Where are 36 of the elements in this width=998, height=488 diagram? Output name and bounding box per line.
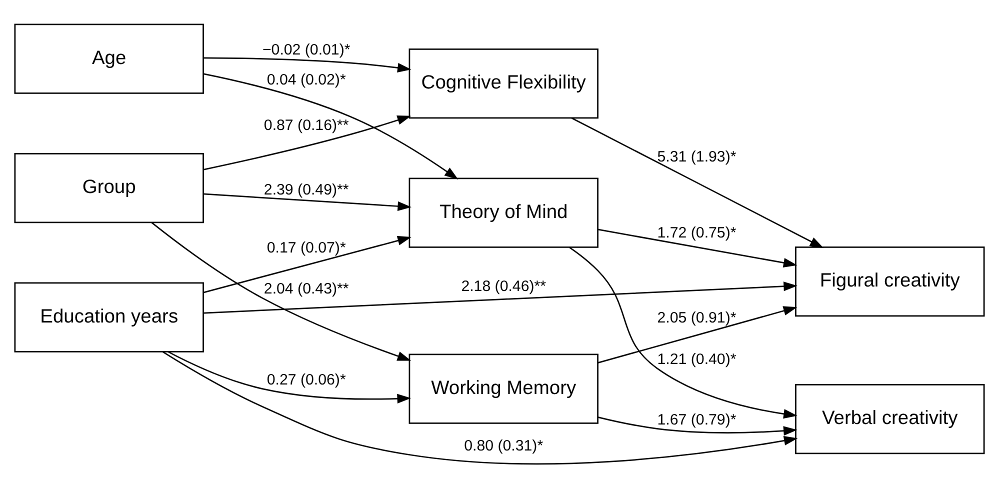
edge-label: 2.05 (0.91)* bbox=[656, 309, 736, 326]
arrow bbox=[203, 281, 797, 314]
edge-label: 0.80 (0.31)* bbox=[464, 436, 543, 454]
edge-label: 5.31 (1.93)* bbox=[656, 148, 736, 166]
arrow bbox=[202, 56, 411, 72]
node-box: Group bbox=[14, 152, 204, 223]
node-box: Education years bbox=[14, 282, 204, 352]
edge-label: 2.39 (0.49)** bbox=[263, 181, 348, 198]
edge-label: 2.04 (0.43)** bbox=[263, 280, 348, 298]
edge-label: 0.17 (0.07)* bbox=[266, 238, 346, 256]
node-box: Cognitive Flexibility bbox=[408, 48, 598, 118]
arrow bbox=[202, 235, 411, 293]
node-box: Theory of Mind bbox=[408, 177, 598, 248]
arrow bbox=[571, 116, 824, 248]
edge-label: 2.18 (0.46)** bbox=[460, 277, 546, 294]
arrow bbox=[597, 416, 797, 436]
arrow bbox=[597, 228, 797, 268]
arrow bbox=[167, 350, 411, 403]
arrow bbox=[202, 192, 411, 211]
edge-label: 1.72 (0.75)* bbox=[656, 224, 736, 241]
arrow bbox=[202, 72, 458, 179]
edge-label: 1.21 (0.40)* bbox=[656, 350, 736, 368]
node-box: Working Memory bbox=[408, 353, 598, 424]
edge-label: −0.02 (0.01)* bbox=[262, 40, 350, 58]
edge-label: 0.04 (0.02)* bbox=[266, 71, 346, 88]
arrow bbox=[202, 115, 411, 170]
node-box: Age bbox=[14, 23, 204, 94]
arrow bbox=[597, 306, 797, 363]
arrow bbox=[150, 222, 411, 360]
arrow bbox=[162, 350, 798, 464]
node-box: Verbal creativity bbox=[794, 383, 984, 454]
edge-label: 0.27 (0.06)* bbox=[266, 370, 346, 388]
node-box: Figural creativity bbox=[794, 246, 984, 316]
arrow bbox=[568, 246, 797, 418]
edge-label: 0.87 (0.16)** bbox=[263, 116, 348, 134]
edge-label: 1.67 (0.79)* bbox=[656, 410, 736, 428]
